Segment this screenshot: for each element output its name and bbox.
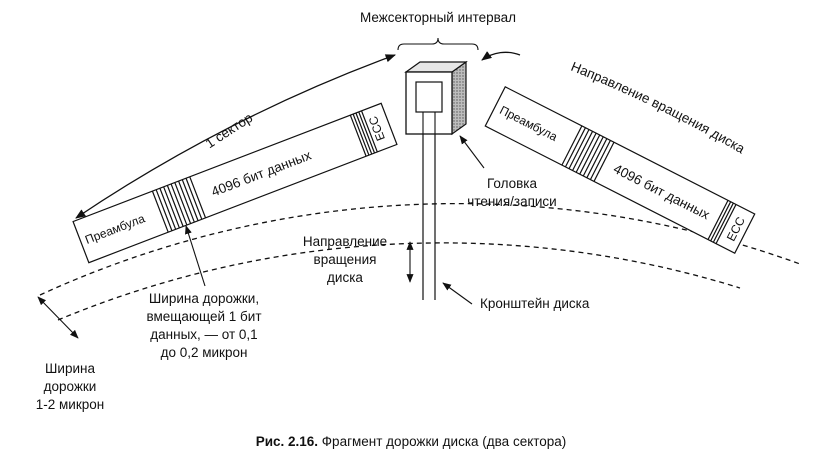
sector-arc-arrow <box>75 54 396 219</box>
bit-width-leader <box>185 225 206 287</box>
track-width-line1: Ширина <box>45 361 95 376</box>
disk-arm <box>422 134 436 300</box>
left-preamble-bits <box>151 176 207 233</box>
rotation-mid-line3: диска <box>327 270 363 285</box>
intersector-gap-brace <box>397 37 479 51</box>
intersector-gap-label: Межсекторный интервал <box>360 10 516 25</box>
figure-caption-text: Фрагмент дорожки диска (два сектора) <box>322 434 567 449</box>
track-width-line2: дорожки <box>44 379 97 394</box>
head-label-line2: чтения/записи <box>467 194 556 209</box>
arm-leader <box>442 282 473 305</box>
arm-label: Кронштейн диска <box>480 296 590 311</box>
track-width-line3: 1-2 микрон <box>36 397 104 412</box>
figure-number: Рис. 2.16. <box>256 434 318 449</box>
head-leader <box>459 135 485 169</box>
read-write-head <box>404 60 468 136</box>
bit-width-line2: вмещающей 1 бит <box>146 309 261 324</box>
sector-label: 1 сектор <box>203 110 256 151</box>
right-ecc-bits <box>707 200 737 244</box>
rotation-mid-line1: Направление <box>303 234 387 249</box>
head-label-line1: Головка <box>487 176 538 191</box>
bit-width-line4: до 0,2 микрон <box>161 345 248 360</box>
right-sector: Преамбула 4096 бит данных ECC <box>484 86 756 254</box>
bit-width-line1: Ширина дорожки, <box>149 291 259 306</box>
left-ecc-bits <box>349 110 378 157</box>
right-preamble-bits <box>561 125 615 182</box>
bit-width-line3: данных, — от 0,1 <box>150 327 257 342</box>
track-width-arrow <box>37 296 79 339</box>
rotation-arc-arrow <box>481 51 521 61</box>
track-inner-boundary <box>57 242 741 321</box>
rotation-mid-line2: вращения <box>314 252 377 267</box>
figure-caption: Рис. 2.16. Фрагмент дорожки диска (два с… <box>256 434 567 449</box>
